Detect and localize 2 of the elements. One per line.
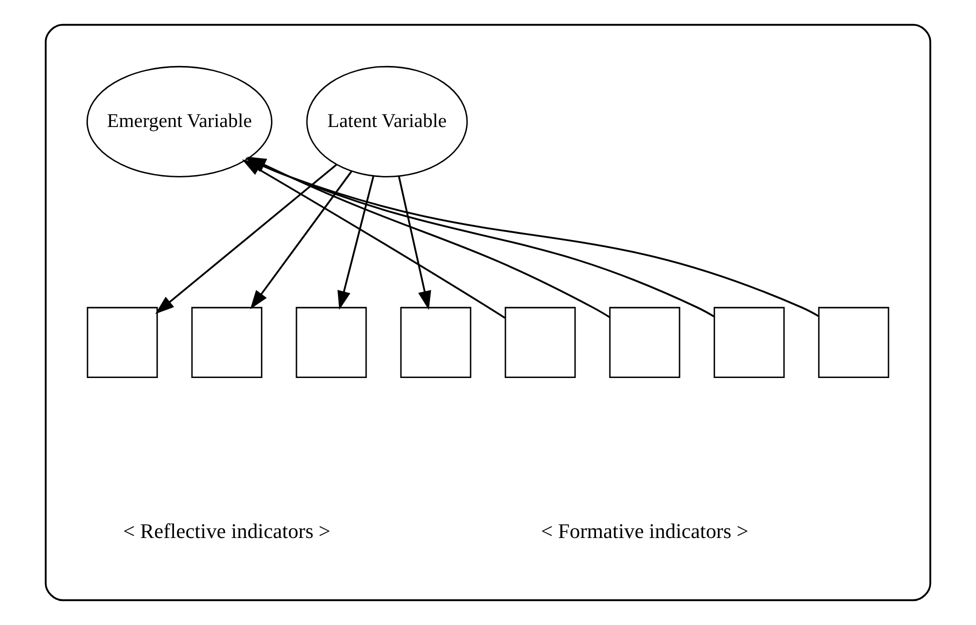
label: < Reflective indicators > [123,519,330,544]
label: < Formative indicators > [541,519,748,544]
